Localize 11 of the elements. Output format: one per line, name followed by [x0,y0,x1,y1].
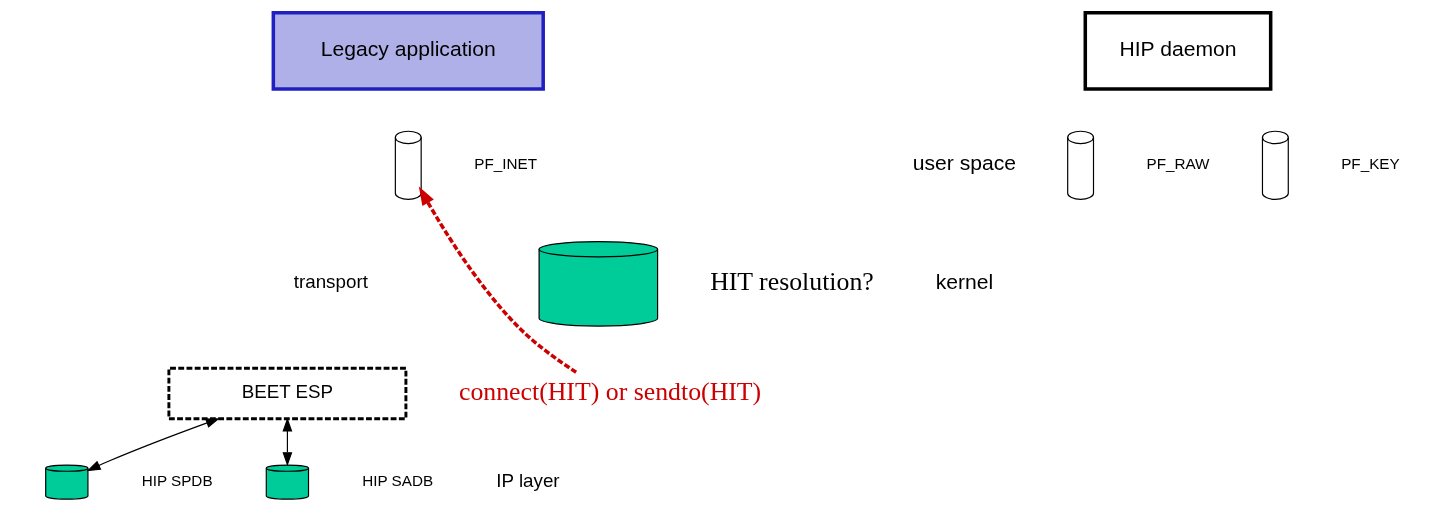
node-text: connect(HIT) or sendto(HIT) [458,377,762,407]
node-label: PF_KEY [1341,155,1400,173]
label: user space [912,151,1017,175]
node-label: PF_RAW [1146,155,1210,173]
node-label: HIP SADB [362,472,434,490]
label: kernel [935,269,994,293]
label: IP layer [496,469,560,491]
node-label: HIT resolution? [710,267,874,297]
label: transport [293,271,368,293]
node-label: PF_INET [474,155,538,173]
node-label: HIP SPDB [141,472,213,490]
